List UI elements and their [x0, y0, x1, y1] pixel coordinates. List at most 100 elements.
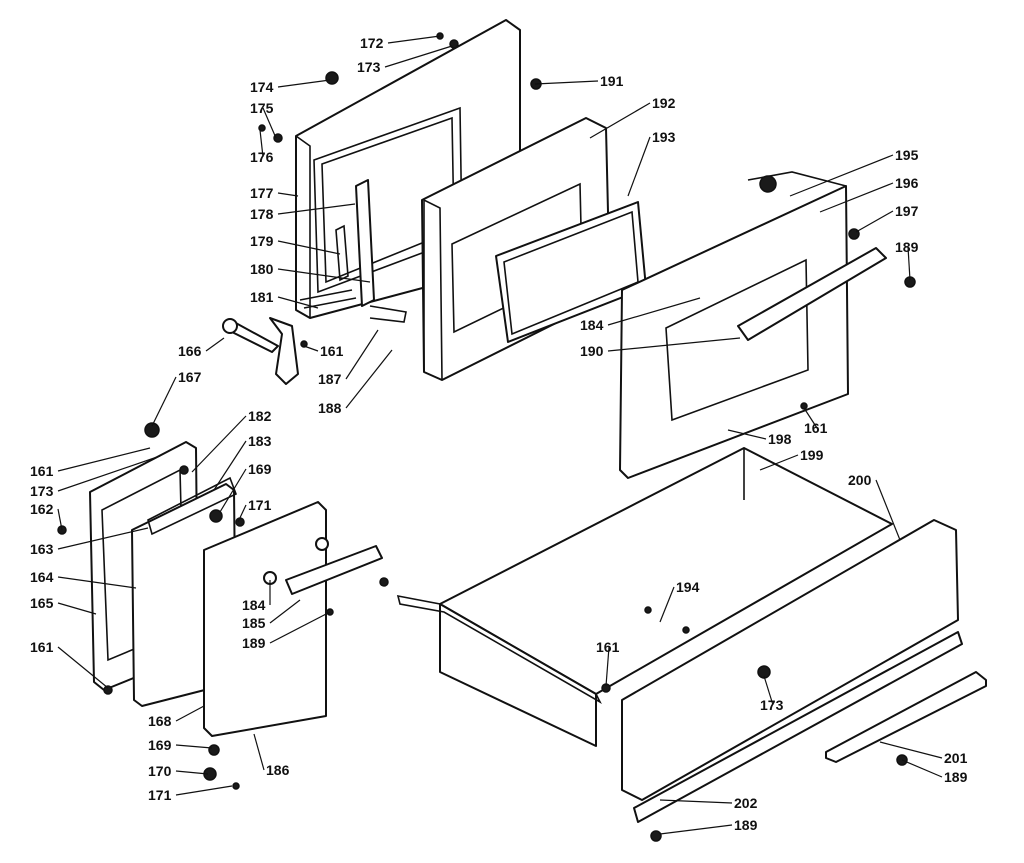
callout-c177: 177 [250, 185, 299, 201]
callout-c170: 170 [148, 763, 209, 779]
part-number-label: 162 [30, 501, 54, 517]
leader-line [151, 376, 177, 427]
callout-c172: 172 [360, 35, 441, 51]
leader-line [907, 246, 911, 281]
part-number-label: 161 [596, 639, 620, 655]
part-number-label: 190 [580, 343, 604, 359]
part-number-label: 169 [148, 737, 172, 753]
callout-c179: 179 [250, 233, 341, 255]
part-number-label: 165 [30, 595, 54, 611]
leader-line [803, 407, 818, 429]
leader-line [277, 203, 356, 215]
leader-line [345, 349, 393, 409]
part-number-label: 200 [848, 472, 872, 488]
callout-c164: 164 [30, 569, 137, 589]
callout-c161a: 161 [303, 343, 344, 359]
leader-line [175, 705, 205, 722]
leader-line [57, 646, 109, 689]
part-number-label: 183 [248, 433, 272, 449]
part-number-label: 176 [250, 149, 274, 165]
callout-c200: 200 [848, 472, 901, 541]
leader-line [57, 602, 97, 615]
leader-line [855, 210, 894, 233]
callout-c178: 178 [250, 203, 356, 222]
callout-c202: 202 [659, 795, 758, 811]
callout-c180: 180 [250, 261, 371, 283]
callout-c173c: 173 [760, 675, 784, 713]
leader-line [879, 741, 943, 759]
part-number-label: 189 [734, 817, 758, 833]
callout-c173a: 173 [357, 45, 453, 75]
leader-line [384, 45, 453, 68]
lower-door-outer-panel [203, 501, 383, 737]
part-number-label: 192 [652, 95, 676, 111]
leader-line [191, 415, 247, 473]
callout-labels: 1721731741751761771781791801811911921931… [30, 35, 968, 835]
part-number-label: 189 [944, 769, 968, 785]
callout-c162: 162 [30, 501, 63, 531]
callout-c196: 196 [819, 175, 919, 213]
leader-line [213, 440, 247, 491]
leader-line [205, 337, 225, 352]
callout-c169b: 169 [148, 737, 213, 753]
callout-c163: 163 [30, 527, 149, 557]
leader-line [303, 345, 319, 352]
leader-line [605, 646, 610, 687]
callout-c184a: 184 [580, 297, 701, 333]
part-number-label: 168 [148, 713, 172, 729]
callout-c186: 186 [253, 733, 290, 778]
part-number-label: 164 [30, 569, 54, 585]
leader-line [269, 611, 331, 644]
part-number-label: 201 [944, 750, 968, 766]
callout-c171b: 171 [148, 785, 233, 803]
part-number-label: 166 [178, 343, 202, 359]
callout-c174: 174 [250, 79, 331, 95]
part-number-label: 189 [242, 635, 266, 651]
leader-line [253, 733, 265, 771]
callout-c189c: 189 [901, 759, 968, 785]
part-number-label: 178 [250, 206, 274, 222]
leader-line [259, 129, 264, 158]
kick-plate-strip [825, 671, 987, 763]
part-number-label: 180 [250, 261, 274, 277]
leader-line [277, 79, 331, 88]
callout-c189d: 189 [659, 817, 758, 835]
callout-c169a: 169 [219, 461, 272, 513]
leader-line [277, 192, 299, 197]
callout-c171a: 171 [237, 497, 272, 523]
leader-line [57, 527, 149, 550]
part-number-label: 193 [652, 129, 676, 145]
callout-c184b: 184 [242, 580, 271, 613]
part-number-label: 163 [30, 541, 54, 557]
leader-line [277, 268, 371, 283]
part-number-label: 194 [676, 579, 700, 595]
leader-line [627, 136, 651, 197]
part-number-label: 169 [248, 461, 272, 477]
callout-c188: 188 [318, 349, 393, 416]
part-number-label: 185 [242, 615, 266, 631]
part-number-label: 175 [250, 100, 274, 116]
storage-drawer-body [396, 447, 893, 747]
part-number-label: 171 [148, 787, 172, 803]
leader-line [387, 35, 441, 44]
callout-c161e: 161 [596, 639, 620, 687]
leader-line [534, 80, 599, 85]
callout-c194: 194 [659, 579, 700, 623]
part-number-label: 173 [357, 59, 381, 75]
part-number-label: 174 [250, 79, 274, 95]
leader-line [875, 479, 901, 541]
leader-line [607, 297, 701, 326]
part-number-label: 184 [242, 597, 266, 613]
callout-c161b: 161 [803, 407, 828, 436]
callout-c189a: 189 [895, 239, 919, 281]
callout-c191: 191 [534, 73, 624, 89]
leader-line [789, 154, 894, 197]
callout-c198: 198 [727, 429, 792, 447]
leader-line [57, 576, 137, 589]
leader-line [763, 675, 774, 706]
callout-c161c: 161 [30, 447, 151, 479]
part-number-label: 199 [800, 447, 824, 463]
leader-line [901, 759, 943, 778]
leader-line [57, 455, 161, 492]
